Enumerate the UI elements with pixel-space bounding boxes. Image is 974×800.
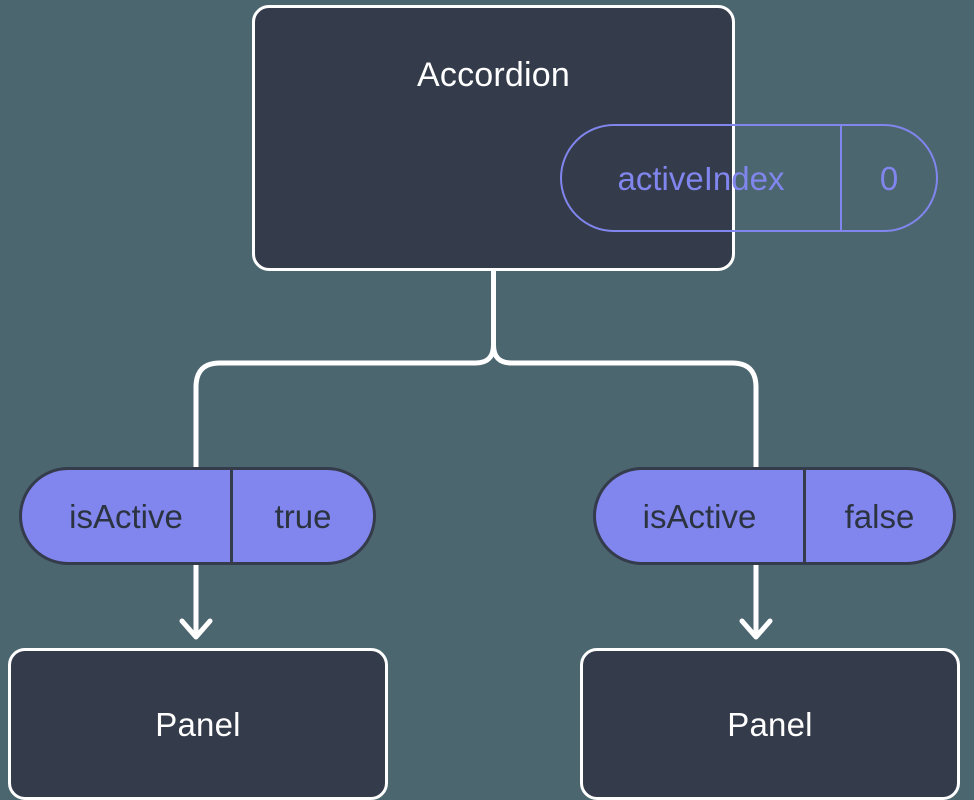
panel-node-right[interactable]: Panel: [580, 648, 960, 800]
state-pill-key: activeIndex: [562, 126, 842, 230]
accordion-title: Accordion: [417, 56, 570, 94]
panel-node-left[interactable]: Panel: [8, 648, 388, 800]
panel-title: Panel: [155, 705, 241, 743]
state-pill-value: 0: [879, 159, 899, 197]
fork-connector-path: [193, 268, 496, 470]
arrow-head-left: [179, 618, 213, 640]
accordion-node[interactable]: Accordion activeIndex 0: [252, 5, 938, 271]
arrow-head-right: [739, 618, 773, 640]
state-pill-activeindex[interactable]: activeIndex 0: [560, 124, 938, 232]
prop-pill-key: isActive: [22, 470, 233, 562]
fork-connector-path-right: [491, 342, 759, 470]
prop-pill-isactive-true[interactable]: isActive true: [19, 467, 376, 565]
diagram-canvas: Accordion activeIndex 0 isActive true is…: [8, 5, 960, 800]
panel-title: Panel: [727, 705, 813, 743]
prop-pill-value: true: [274, 497, 332, 535]
prop-pill-key: isActive: [596, 470, 806, 562]
prop-pill-isactive-false[interactable]: isActive false: [593, 467, 956, 565]
prop-pill-value: false: [844, 497, 915, 535]
